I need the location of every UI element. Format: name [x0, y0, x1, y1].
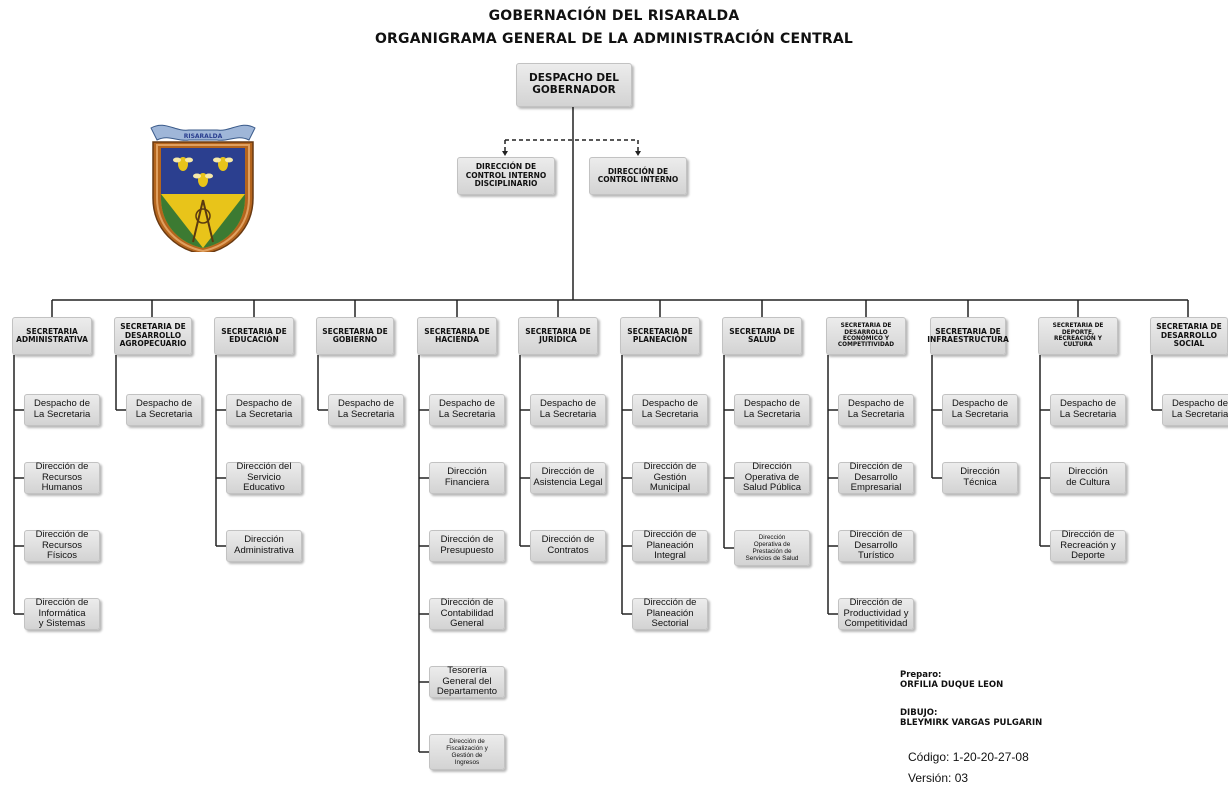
direction-box: Despacho de La Secretaria	[24, 394, 100, 426]
direction-box: Despacho de La Secretaria	[530, 394, 606, 426]
prepared-name: ORFILIA DUQUE LEON	[900, 680, 1004, 690]
secretaria-box-10: SECRETARIA DE DEPORTE, RECREACIÓN Y CULT…	[1038, 317, 1118, 355]
prepared-label: Preparo:	[900, 670, 942, 680]
advisory-box-control-interno: DIRECCIÓN DE CONTROL INTERNO	[589, 157, 687, 195]
secretaria-box-11: SECRETARIA DE DESARROLLO SOCIAL	[1150, 317, 1228, 355]
coat-of-arms-icon: RISARALDA	[150, 124, 256, 252]
direction-box: Despacho de La Secretaria	[226, 394, 302, 426]
direction-box: Dirección de Gestión Municipal	[632, 461, 708, 494]
direction-box: Dirección de Cultura	[1050, 462, 1126, 494]
secretaria-box-3: SECRETARIA DE GOBIERNO	[316, 317, 394, 355]
direction-box: Dirección de Asistencia Legal	[530, 462, 606, 494]
direction-box: Tesorería General del Departamento	[429, 665, 505, 698]
direction-box: Dirección de Fiscalización y Gestión de …	[429, 734, 505, 770]
secretaria-box-6: SECRETARIA DE PLANEACIÓN	[620, 317, 700, 355]
arrow-down-icon	[502, 151, 508, 156]
document-version: Versión: 03	[908, 771, 969, 785]
direction-box: Dirección Técnica	[942, 462, 1018, 494]
document-code: Código: 1-20-20-27-08	[908, 750, 1029, 764]
drawn-name: BLEYMIRK VARGAS PULGARIN	[900, 718, 1043, 728]
emblem-ribbon-text: RISARALDA	[184, 133, 223, 140]
direction-box: Despacho de La Secretaria	[632, 394, 708, 426]
direction-box: Dirección Administrativa	[226, 530, 302, 562]
direction-box: Despacho de La Secretaria	[1162, 394, 1228, 426]
direction-box: Dirección Operativa de Prestación de Ser…	[734, 530, 810, 566]
direction-box: Dirección de Contabilidad General	[429, 597, 505, 630]
chart-title-line1: GOBERNACIÓN DEL RISARALDA	[488, 8, 740, 24]
direction-box: Dirección de Contratos	[530, 530, 606, 562]
secretaria-box-1: SECRETARIA DE DESARROLLO AGROPECUARIO	[114, 317, 192, 355]
secretaria-box-7: SECRETARIA DE SALUD	[722, 317, 802, 355]
direction-box: Dirección Financiera	[429, 462, 505, 494]
direction-box: Despacho de La Secretaria	[126, 394, 202, 426]
chart-title-line2: ORGANIGRAMA GENERAL DE LA ADMINISTRACIÓN…	[374, 31, 854, 47]
direction-box: Dirección del Servicio Educativo	[226, 461, 302, 494]
direction-box: Dirección de Productividad y Competitivi…	[838, 597, 914, 630]
direction-box: Dirección de Planeación Integral	[632, 529, 708, 562]
direction-box: Despacho de La Secretaria	[734, 394, 810, 426]
direction-box: Dirección de Planeación Sectorial	[632, 597, 708, 630]
secretaria-box-4: SECRETARIA DE HACIENDA	[417, 317, 497, 355]
direction-box: Dirección de Presupuesto	[429, 530, 505, 562]
direction-box: Dirección de Desarrollo Empresarial	[838, 461, 914, 494]
secretaria-box-8: SECRETARIA DE DESARROLLO ECONÓMICO Y COM…	[826, 317, 906, 355]
secretaria-box-2: SECRETARIA DE EDUCACIÓN	[214, 317, 294, 355]
direction-box: Dirección de Informática y Sistemas	[24, 597, 100, 630]
advisory-box-control-interno-disciplinario: DIRECCIÓN DE CONTROL INTERNO DISCIPLINAR…	[457, 157, 555, 195]
drawn-label: DIBUJO:	[900, 708, 938, 718]
direction-box: Despacho de La Secretaria	[328, 394, 404, 426]
direction-box: Despacho de La Secretaria	[942, 394, 1018, 426]
secretaria-box-0: SECRETARIA ADMINISTRATIVA	[12, 317, 92, 355]
root-box-despacho-gobernador: DESPACHO DEL GOBERNADOR	[516, 63, 632, 107]
arrow-down-icon	[635, 151, 641, 156]
direction-box: Dirección de Recursos Humanos	[24, 461, 100, 494]
direction-box: Dirección de Desarrollo Turístico	[838, 529, 914, 562]
direction-box: Dirección de Recreación y Deporte	[1050, 529, 1126, 562]
direction-box: Dirección de Recursos Físicos	[24, 529, 100, 562]
direction-box: Despacho de La Secretaria	[838, 394, 914, 426]
secretaria-box-9: SECRETARIA DE INFRAESTRUCTURA	[927, 317, 1009, 355]
direction-box: Despacho de La Secretaria	[1050, 394, 1126, 426]
secretaria-box-5: SECRETARIA DE JURÍDICA	[518, 317, 598, 355]
direction-box: Dirección Operativa de Salud Pública	[734, 461, 810, 494]
direction-box: Despacho de La Secretaria	[429, 394, 505, 426]
